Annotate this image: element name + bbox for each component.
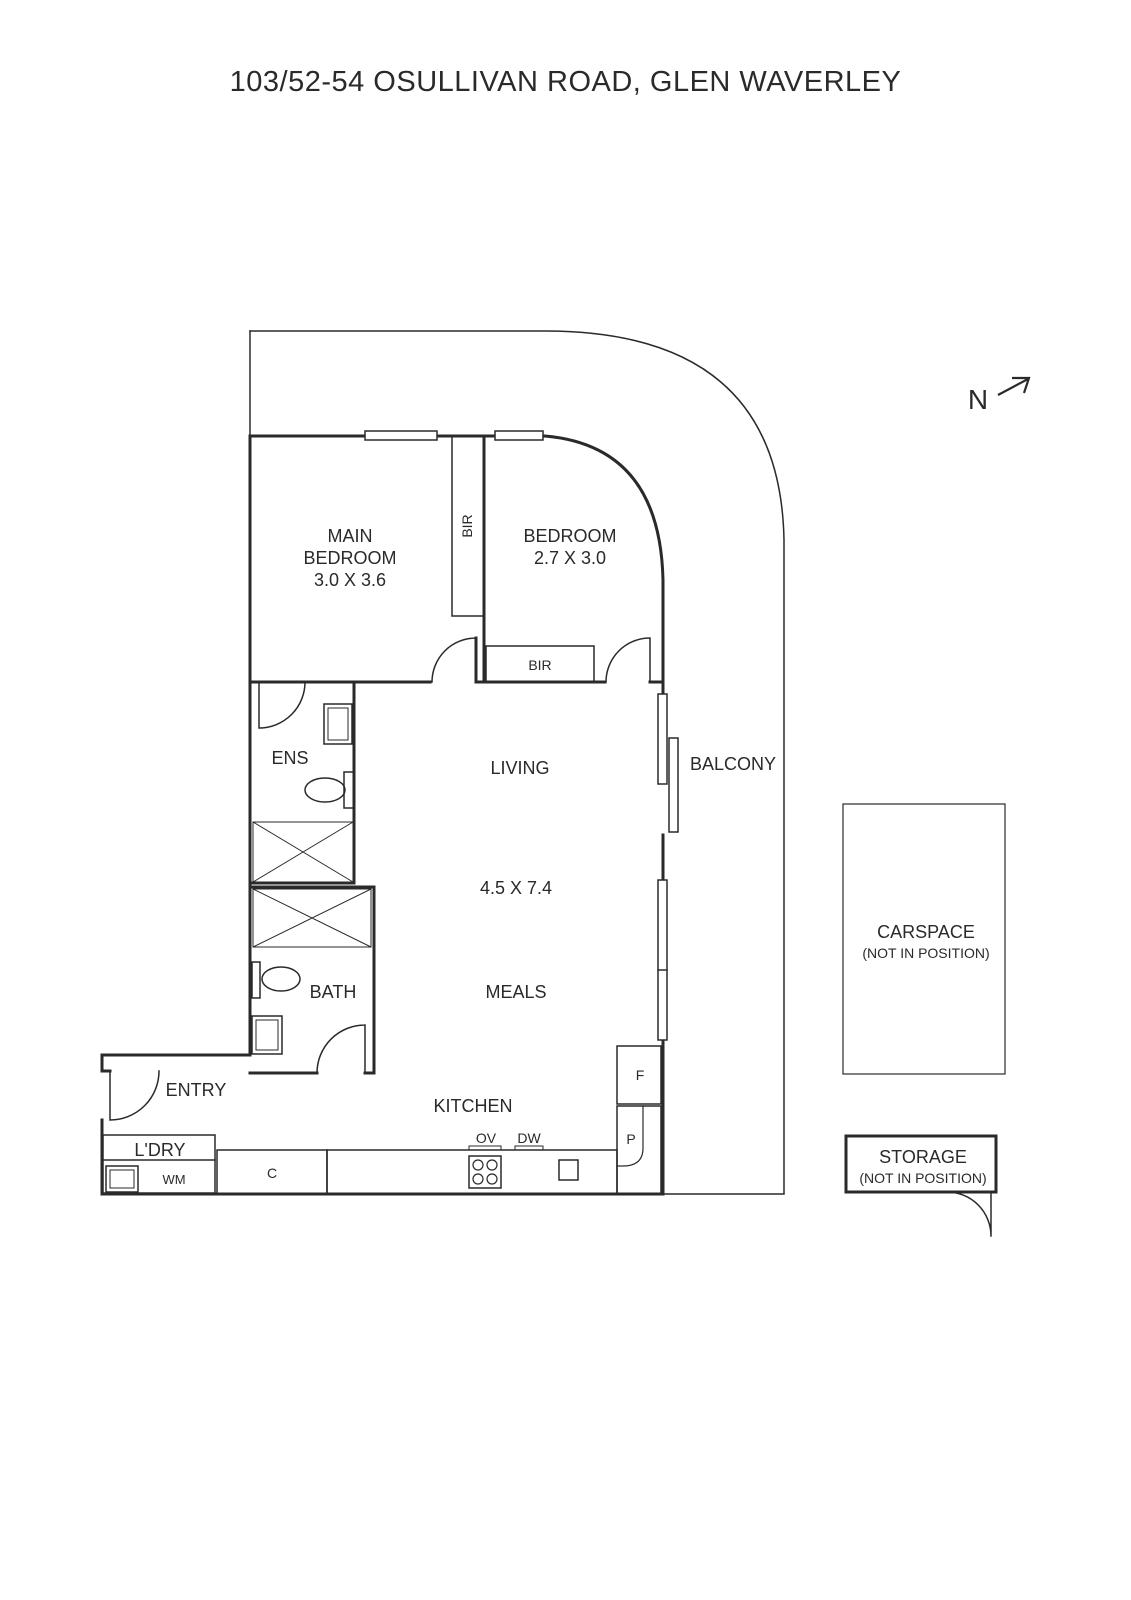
- window-bedroom: [494, 430, 544, 441]
- carspace-note: (NOT IN POSITION): [862, 945, 989, 961]
- fixture-label-wm: WM: [162, 1172, 185, 1187]
- bath-shower: [252, 888, 372, 948]
- fixture-label-fridge: F: [636, 1067, 645, 1083]
- cooktop-burner: [486, 1173, 498, 1185]
- sliding-door-1: [657, 693, 668, 785]
- dishwasher-marker: [514, 1145, 544, 1151]
- fixture-label-pantry: P: [626, 1131, 635, 1147]
- outer-wall-bottom: [100, 1118, 665, 1196]
- fridge-box: [616, 1045, 662, 1105]
- outer-wall-top: [248, 434, 665, 702]
- cooktop-burner: [472, 1159, 484, 1171]
- fixture-label-dishwasher: DW: [517, 1130, 541, 1146]
- room-label-laundry: L'DRY: [134, 1140, 185, 1160]
- laundry-tub: [105, 1165, 139, 1193]
- room-label-main-bedroom-line2: BEDROOM: [303, 548, 396, 568]
- pantry-box: [616, 1105, 662, 1195]
- ensuite-basin-vanity: [343, 771, 355, 809]
- room-label-entry: ENTRY: [166, 1080, 227, 1100]
- door-entry: [109, 1070, 160, 1121]
- room-label-ensuite: ENS: [271, 748, 308, 768]
- bath-basin: [261, 966, 301, 992]
- room-dims-living: 4.5 X 7.4: [480, 878, 552, 898]
- carspace-box: [842, 803, 1006, 1075]
- room-dims-bedroom: 2.7 X 3.0: [534, 548, 606, 568]
- window-main-bedroom: [364, 430, 438, 441]
- bir-label-bedroom: BIR: [528, 657, 551, 673]
- cooktop: [468, 1155, 502, 1189]
- door-bath: [316, 1024, 366, 1074]
- storage-door: [946, 1191, 992, 1237]
- pantry-door: [616, 1105, 644, 1167]
- outer-wall: [100, 434, 252, 1073]
- laundry-box: [102, 1134, 216, 1194]
- page-title: 103/52-54 OSULLIVAN ROAD, GLEN WAVERLEY: [229, 66, 902, 98]
- ensuite-wall: [248, 680, 356, 885]
- ensuite-shower-x: [252, 821, 354, 883]
- sliding-door-2: [668, 737, 679, 833]
- fixture-label-cupboard: C: [267, 1165, 277, 1181]
- bath-toilet-inner: [255, 1019, 279, 1051]
- room-dims-main-bedroom: 3.0 X 3.6: [314, 570, 386, 590]
- window-meals: [657, 879, 668, 1041]
- bath-toilet: [251, 1015, 283, 1055]
- room-label-kitchen: KITCHEN: [433, 1096, 512, 1116]
- bath-vanity: [251, 961, 261, 999]
- bir-label-main: BIR: [459, 514, 475, 537]
- north-arrow-icon: [997, 376, 1031, 396]
- carspace-label: CARSPACE: [877, 922, 975, 942]
- storage-box: [844, 1134, 998, 1194]
- door-bedroom: [605, 637, 651, 683]
- room-label-bath: BATH: [310, 982, 357, 1002]
- room-label-balcony: BALCONY: [690, 754, 776, 774]
- storage-label: STORAGE: [879, 1147, 967, 1167]
- door-ensuite: [258, 681, 306, 729]
- room-label-main-bedroom-line1: MAIN: [328, 526, 373, 546]
- compass-letter: N: [968, 384, 988, 415]
- storage-note: (NOT IN POSITION): [859, 1170, 986, 1186]
- ensuite-toilet-cistern: [323, 703, 353, 745]
- door-main-bedroom: [431, 637, 477, 683]
- room-label-bedroom: BEDROOM: [523, 526, 616, 546]
- cooktop-burner: [486, 1159, 498, 1171]
- main-bedroom-wall: [451, 435, 485, 617]
- ensuite-basin: [304, 777, 346, 803]
- ensuite-toilet-inner: [327, 707, 349, 741]
- fixture-label-oven: OV: [476, 1130, 497, 1146]
- laundry-tub-inner: [109, 1169, 135, 1189]
- bedroom-bir-box: [485, 645, 595, 683]
- bath-shower-x: [252, 888, 372, 948]
- bath-wall: [248, 885, 376, 1075]
- room-label-meals: MEALS: [485, 982, 546, 1002]
- kitchen-sink: [558, 1159, 579, 1181]
- oven-marker: [468, 1145, 502, 1151]
- balcony-outline: [249, 330, 785, 1195]
- cooktop-burner: [472, 1173, 484, 1185]
- room-label-living: LIVING: [490, 758, 549, 778]
- ensuite-shower: [252, 821, 354, 883]
